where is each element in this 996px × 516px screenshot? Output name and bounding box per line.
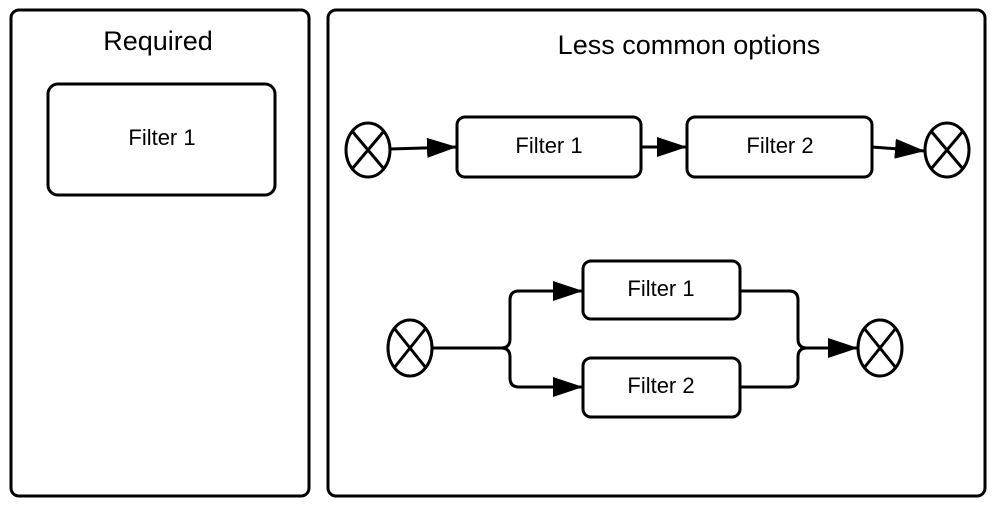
- required-panel-title: Required: [103, 26, 213, 56]
- series-edge-end: [871, 138, 926, 159]
- parallel-end-terminal-icon: [856, 318, 904, 378]
- parallel-filter-2-label: Filter 2: [627, 373, 694, 398]
- series-filter-1-label: Filter 1: [515, 133, 582, 158]
- series-filter-1-node: Filter 1: [455, 115, 643, 179]
- less-common-panel: Less common options Filter 1 Filter 2: [326, 8, 987, 498]
- required-filter-label: Filter 1: [128, 125, 195, 150]
- less-common-panel-title: Less common options: [558, 30, 821, 60]
- parallel-edge-join-bottom: [740, 346, 808, 389]
- parallel-filter-1-label: Filter 1: [627, 276, 694, 301]
- parallel-edge-split-bottom: [500, 346, 583, 397]
- parallel-filter-2-node: Filter 2: [581, 356, 742, 419]
- parallel-flow: Filter 1 Filter 2: [386, 259, 904, 419]
- series-start-terminal-icon: [344, 121, 392, 179]
- parallel-filter-1-node: Filter 1: [581, 259, 742, 321]
- required-panel: Required Filter 1: [9, 8, 311, 498]
- series-end-terminal-icon: [923, 121, 971, 179]
- series-filter-2-label: Filter 2: [746, 133, 813, 158]
- parallel-start-terminal-icon: [386, 318, 434, 378]
- required-filter-node: Filter 1: [46, 82, 277, 197]
- series-filter-2-node: Filter 2: [685, 115, 874, 179]
- series-flow: Filter 1 Filter 2: [344, 115, 971, 179]
- series-edge-start: [389, 137, 458, 158]
